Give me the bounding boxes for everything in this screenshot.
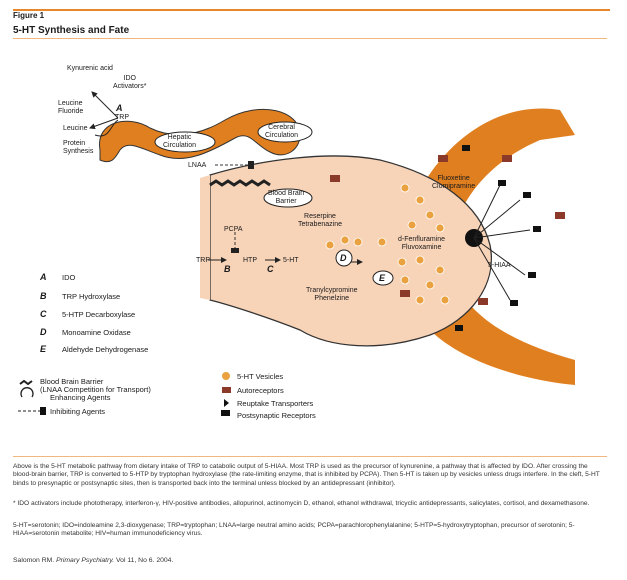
figure-title: 5-HT Synthesis and Fate (13, 25, 130, 36)
lnaa-label: LNAA (188, 162, 207, 169)
trp-top-label: TRP (115, 114, 129, 121)
enzyme-key: E (40, 344, 47, 354)
footnote-ido: * IDO activators include phototherapy, i… (13, 500, 590, 507)
pcpa-block (231, 248, 239, 253)
citation: Salomon RM. Primary Psychiatry. Vol 11, … (13, 557, 173, 564)
pathway-diagram (18, 91, 575, 416)
enzyme-d-circle (335, 249, 353, 267)
cleft-arrows (473, 184, 531, 301)
legend-inhibiting-text: Inhibiting Agents (50, 407, 106, 416)
reserpine-label: Reserpine Tetrabenazine (298, 213, 342, 228)
enzyme-name: IDO (62, 273, 76, 282)
postsynaptic-receptors (455, 145, 541, 331)
axon (200, 175, 210, 300)
leucine-fluoride-label: Leucine Fluoride (58, 100, 84, 115)
autoreceptors (330, 155, 565, 305)
legend-enhancing-icon (20, 387, 34, 398)
lnaa-block (248, 161, 254, 169)
enzyme-key: A (40, 272, 47, 282)
kynurenic-label: Kynurenic acid (67, 65, 113, 72)
enzyme-row-a: A IDO (40, 272, 75, 282)
liver-pathway-arrows (89, 91, 119, 137)
bbb-label: Blood Brain Barrier (268, 190, 305, 205)
enzyme-name: 5-HTP Decarboxylase (62, 310, 136, 319)
bbb-ellipse (263, 188, 313, 208)
vesicles (325, 183, 450, 305)
enzyme-key: C (40, 309, 47, 319)
title-rule (13, 38, 607, 39)
legend-bbb-icon (19, 379, 33, 386)
legend-vesicles-text: 5-HT Vesicles (237, 372, 284, 381)
htp-label: HTP (243, 257, 257, 264)
caption-rule (13, 456, 607, 457)
figure-description: Above is the 5-HT metabolic pathway from… (13, 463, 600, 487)
footnote-abbrev: 5-HT=serotonin; IDO=indoleamine 2,3-diox… (13, 522, 575, 538)
figure-label: Figure 1 (13, 11, 45, 20)
5ht-label: 5-HT (283, 257, 299, 264)
legend-bbb-text: Blood Brain Barrier (LNAA Competition fo… (40, 377, 151, 394)
fluoxetine-label: Fluoxetine Clomipramine (432, 175, 476, 190)
enzyme-key: D (40, 327, 47, 337)
enzyme-name: TRP Hydroxylase (62, 292, 121, 301)
legend-postsyn-text: Postsynaptic Receptors (237, 411, 316, 420)
letter-b: B (224, 264, 231, 274)
enzyme-name: Aldehyde Dehydrogenase (62, 345, 149, 354)
letter-d: D (340, 253, 347, 263)
enzyme-row-c: C 5-HTP Decarboxylase (40, 309, 135, 319)
legend-postsyn-icon (221, 410, 230, 416)
citation-author: Salomon RM. (13, 557, 55, 564)
fenfluramine-label: d-Fenfluramine Fluvoxamine (398, 236, 446, 251)
pcpa-label: PCPA (224, 226, 243, 233)
trp-mid-label: TRP (196, 257, 210, 264)
legend-enhancing-text: Enhancing Agents (50, 393, 111, 402)
enzyme-row-b: B TRP Hydroxylase (40, 291, 120, 301)
letter-e: E (379, 273, 386, 283)
tranyl-label: Tranylcypromine Phenelzine (306, 287, 358, 302)
citation-journal: Primary Psychiatry. (56, 557, 115, 564)
letter-c: C (267, 264, 274, 274)
top-rule (13, 9, 610, 11)
legend-reuptake-icon (224, 399, 229, 407)
ido-activators-label: IDO Activators* (113, 75, 147, 90)
enzyme-e-circle (372, 270, 394, 286)
letter-a: A (116, 103, 123, 113)
enzyme-key: B (40, 291, 47, 301)
cerebral-label: Cerebral Circulation (265, 124, 299, 139)
bbb-zigzag (209, 179, 271, 187)
leucine-label: Leucine (63, 125, 88, 132)
legend-autoreceptor-icon (222, 387, 231, 393)
hepatic-ellipse (154, 131, 216, 153)
citation-rest: Vol 11, No 6. 2004. (116, 557, 174, 564)
legend-reuptake-text: Reuptake Transporters (237, 399, 314, 408)
legend-inhibit-block (40, 407, 46, 415)
enzyme-row-d: D Monoamine Oxidase (40, 327, 131, 337)
cerebral-ellipse (257, 121, 313, 143)
enzyme-name: Monoamine Oxidase (62, 328, 131, 337)
legend-vesicle-icon (222, 372, 230, 380)
protein-synthesis-label: Protein Synthesis (63, 140, 94, 155)
hepatic-label: Hepatic Circulation (163, 134, 197, 149)
legend-autoreceptors-text: Autoreceptors (237, 386, 284, 395)
hiaa-label: 5-HIAA (488, 262, 511, 269)
enzyme-row-e: E Aldehyde Dehydrogenase (40, 344, 148, 354)
